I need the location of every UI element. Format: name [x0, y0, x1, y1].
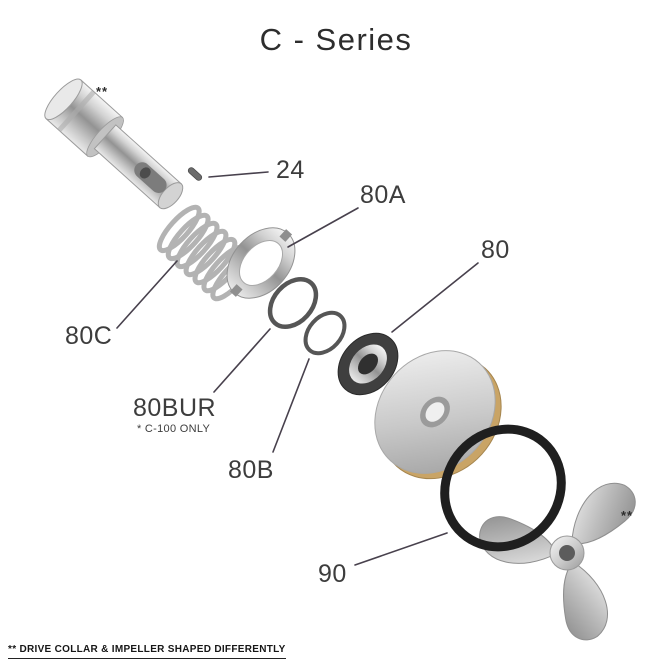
backplate-bore [425, 402, 445, 422]
leader-80b [272, 358, 310, 453]
o-ring-80b-ring [303, 310, 347, 356]
o-ring-90 [440, 424, 566, 552]
label-part-80a: 80A [360, 181, 406, 209]
seal-bore [358, 353, 378, 375]
pin-24 [187, 167, 203, 181]
seal-seat-notch [229, 284, 243, 297]
o-ring-80bur-ring [267, 276, 319, 330]
page-title: C - Series [259, 22, 413, 57]
drive-collar-shaft [44, 78, 184, 210]
leader-lines [116, 171, 479, 566]
leader-80a [287, 207, 359, 248]
leader-24 [208, 171, 269, 178]
label-part-80bur-note: * C-100 ONLY [137, 423, 211, 435]
impeller-bore [559, 545, 575, 561]
leader-80bur [213, 328, 271, 393]
seal-seat-notch [279, 229, 293, 242]
leader-90 [354, 532, 448, 566]
backplate-disc [374, 350, 502, 480]
spring-coil [165, 212, 211, 262]
collar-groove [57, 90, 96, 133]
seal-seat-bore [238, 240, 284, 286]
impeller-footnote-marker: ** [621, 508, 634, 523]
footer-note: ** DRIVE COLLAR & IMPELLER SHAPED DIFFER… [8, 644, 286, 659]
impeller-blade [571, 482, 636, 545]
shaft-seal-80 [337, 332, 399, 396]
seal-seat-80a [226, 227, 296, 299]
spring-coil [192, 236, 238, 286]
o-ring-80bur [267, 276, 319, 330]
spring-coil [156, 204, 202, 254]
o-ring-90-ring [440, 424, 566, 552]
leader-80 [391, 262, 479, 333]
pin-body [187, 167, 203, 181]
spring-coil [183, 228, 229, 278]
collar-end-cap [44, 78, 83, 121]
impeller-blade [563, 561, 608, 641]
label-part-80bur: 80BUR [133, 394, 217, 422]
label-part-24: 24 [276, 156, 305, 184]
label-part-80c: 80C [65, 322, 113, 350]
leader-80c [116, 260, 178, 329]
spring-coil [174, 220, 220, 270]
o-ring-80b [303, 310, 347, 356]
label-part-80b: 80B [228, 456, 274, 484]
drive-collar-footnote-marker: ** [96, 84, 109, 99]
shaft-pin-hole [139, 167, 151, 179]
label-part-90: 90 [318, 560, 347, 588]
label-part-80: 80 [481, 236, 510, 264]
